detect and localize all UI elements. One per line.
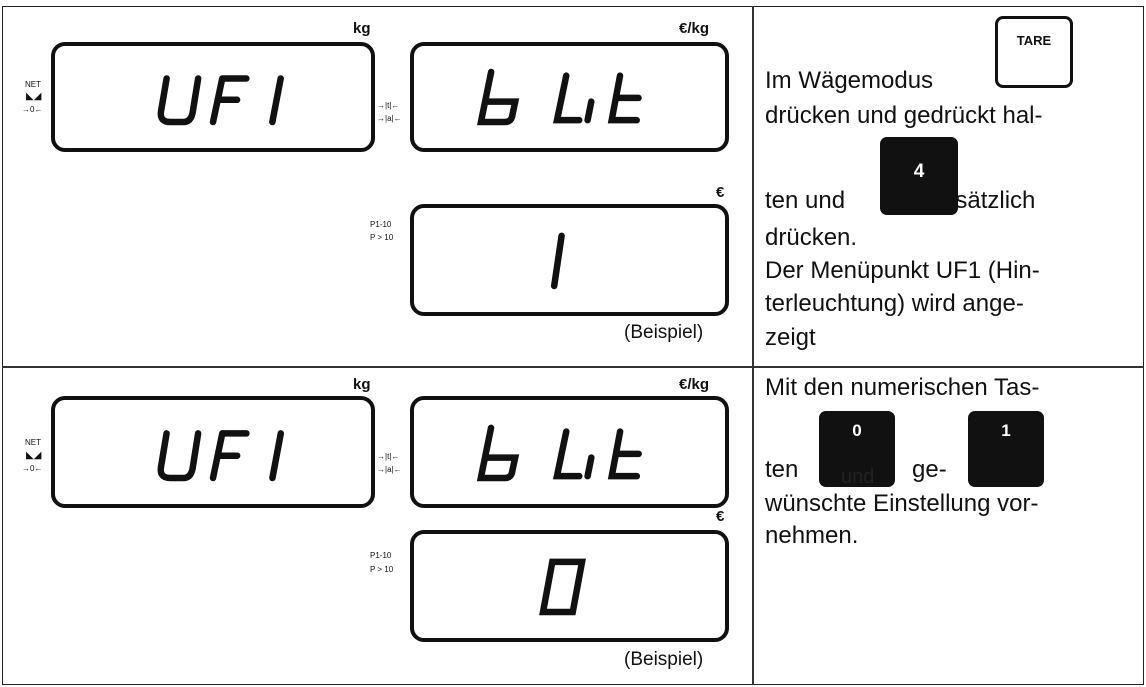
four-key: 4 — [880, 137, 958, 215]
weight-display-segments — [157, 430, 285, 482]
instruction-line: ge- — [912, 456, 947, 483]
total-unit-label: € — [716, 184, 725, 201]
zero-key: 0 — [819, 411, 895, 487]
weight-display — [51, 396, 375, 508]
unitprice-unit-label: €/kg — [679, 20, 710, 37]
total-unit-label: € — [716, 508, 725, 525]
column-divider — [752, 6, 754, 685]
unitprice-display-segments — [476, 68, 642, 126]
zero-indicator: →0← — [22, 105, 43, 114]
total-display-segments — [539, 558, 586, 616]
instruction-line: ten — [765, 456, 799, 483]
tare-indicator: →|t|← — [377, 452, 400, 461]
auto-indicator: →|a|← — [377, 465, 402, 474]
instruction-line: nehmen. — [765, 522, 859, 549]
row-divider — [2, 366, 1144, 368]
instruction-line: drücken. — [765, 224, 858, 251]
tare-key: TARE — [995, 16, 1073, 88]
instruction-line: wünschte Einstellung vor- — [765, 490, 1039, 517]
preset-over-10-indicator: P > 10 — [370, 565, 394, 574]
net-indicator: NET — [25, 438, 41, 447]
preset-1-10-indicator: P1-10 — [370, 220, 392, 229]
example-caption: (Beispiel) — [624, 649, 704, 670]
stable-indicator-icon: ◣◢ — [26, 91, 42, 102]
total-display — [410, 204, 729, 316]
total-display-segments — [550, 232, 565, 290]
unitprice-unit-label: €/kg — [679, 376, 710, 393]
net-indicator: NET — [25, 80, 41, 89]
unitprice-display — [410, 42, 729, 152]
instruction-line: Der Menüpunkt UF1 (Hin- — [765, 257, 1040, 284]
instruction-line: und — [841, 466, 875, 488]
preset-over-10-indicator: P > 10 — [370, 233, 394, 242]
one-key: 1 — [968, 411, 1044, 487]
instruction-line: drücken und gedrückt hal- — [765, 102, 1043, 129]
auto-indicator: →|a|← — [377, 114, 402, 123]
unitprice-display — [410, 396, 729, 508]
row-2-displays: kg NET ◣◢ →0← €/kg →|t|← →|a|← € P1-10 P… — [2, 368, 752, 685]
instruction-line: Im Wägemodus — [765, 67, 934, 94]
weight-unit-label: kg — [353, 20, 371, 37]
instruction-line: Mit den numerischen Tas- — [765, 374, 1040, 401]
preset-1-10-indicator: P1-10 — [370, 551, 392, 560]
instruction-line: ten und — [765, 187, 846, 214]
total-display — [410, 530, 729, 642]
weight-unit-label: kg — [353, 376, 371, 393]
instruction-table — [2, 6, 1144, 685]
instruction-line: terleuchtung) wird ange- — [765, 290, 1024, 317]
row-1-displays: kg NET ◣◢ →0← €/kg →|t|← →|a|← € P1-10 P… — [2, 6, 752, 366]
unitprice-display-segments — [476, 424, 642, 482]
weight-display-segments — [157, 75, 284, 126]
stable-indicator-icon: ◣◢ — [26, 450, 42, 461]
weight-display — [51, 42, 375, 152]
tare-indicator: →|t|← — [377, 101, 400, 110]
example-caption: (Beispiel) — [624, 322, 704, 343]
zero-indicator: →0← — [22, 464, 43, 473]
instruction-line: zeigt — [765, 324, 816, 351]
